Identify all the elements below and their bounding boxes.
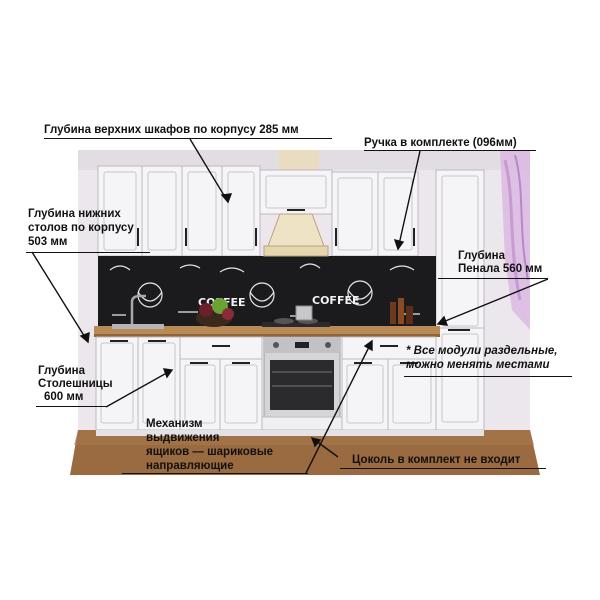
label-upper-depth: Глубина верхних шкафов по корпусу 285 мм [44,124,299,136]
countertop [94,326,440,336]
handle-underline [364,150,536,151]
upper-depth-underline [44,138,332,139]
label-countertop-3: 600 мм [44,391,84,403]
bottles [390,298,413,324]
tall-depth-underline [438,278,548,279]
modules-underline [404,376,572,377]
countertop-underline [36,406,106,407]
upper-cabinets [97,165,419,257]
backsplash [98,256,436,326]
backsplash-coffee-text-2: COFFEE [312,294,359,307]
plinth-underline [340,468,546,469]
sink [112,294,164,329]
label-tall-depth-1: Глубина [458,250,506,262]
label-handle: Ручка в комплекте (096мм) [364,137,517,149]
label-drawers-4: направляющие [146,460,234,472]
annotation-arrows [31,138,549,474]
label-drawers-1: Механизм [146,418,203,430]
plinth [96,430,484,436]
tall-cabinet [435,169,485,431]
curtain [500,150,530,330]
label-drawers-3: ящиков — шариковые [146,446,274,458]
range-hood [263,213,329,257]
hob [262,305,330,327]
label-lower-depth-1: Глубина нижних [28,208,121,220]
label-countertop-2: Столешницы [38,378,113,390]
label-plinth: Цоколь в комплект не входит [352,454,521,466]
label-lower-depth-3: 503 мм [28,236,68,248]
oven [261,336,343,431]
label-tall-depth-2: Пенала 560 мм [458,263,543,275]
lower-depth-underline [26,252,150,253]
label-modules-2: можно менять местами [406,359,550,371]
label-countertop-1: Глубина [38,365,86,377]
drawers-underline [122,473,308,474]
hood-duct [279,150,319,172]
label-modules-1: * Все модули раздельные, [406,345,558,357]
label-drawers-2: выдвижения [146,432,220,444]
label-lower-depth-2: столов по корпусу [28,222,134,234]
fruit-bowl [196,298,234,327]
backsplash-pattern [109,263,420,317]
